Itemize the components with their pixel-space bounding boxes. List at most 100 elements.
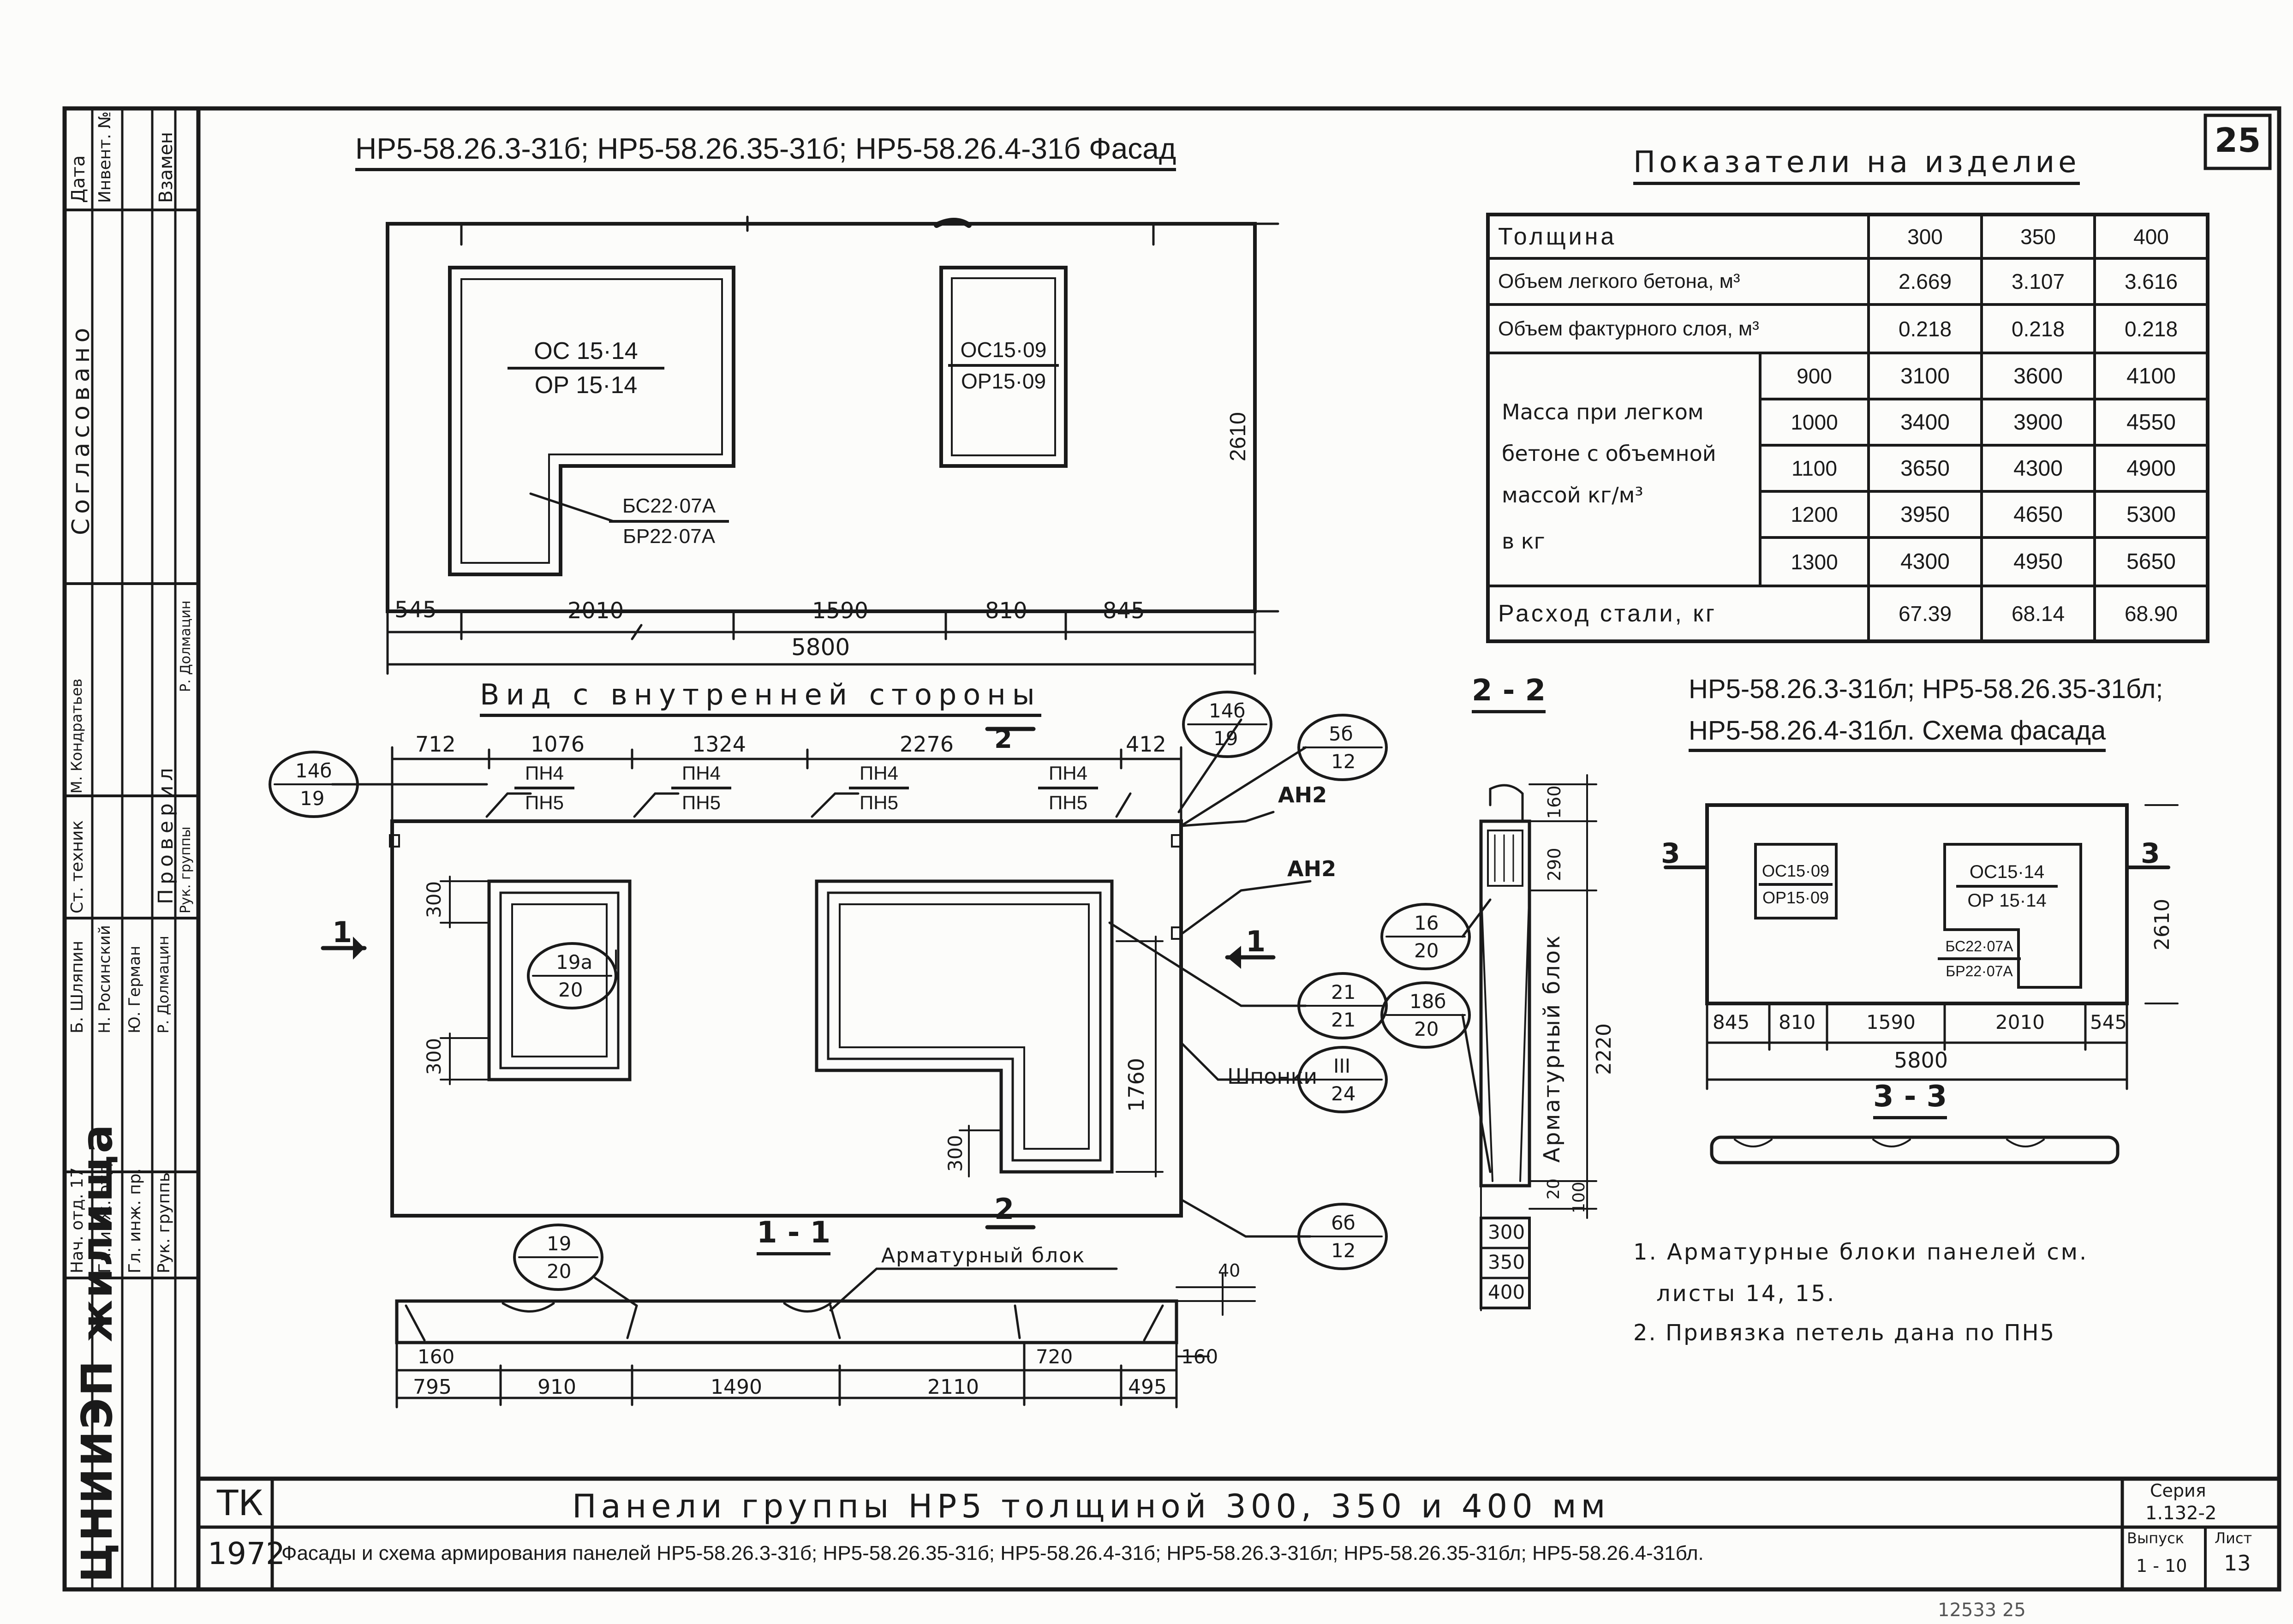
section22-dim-2220: 2220 (1592, 1023, 1616, 1075)
section22-label: Арматурный блок (1539, 934, 1565, 1163)
an2-mid-label: АН2 (1287, 856, 1337, 881)
label-bottom: ПН5 (860, 792, 898, 813)
scheme-dim-1: 845 (1713, 1011, 1750, 1033)
callout-6b-bottom: 12 (1331, 1239, 1356, 1262)
callout-14b-right-bottom: 19 (1213, 727, 1238, 750)
steel-400: 68.90 (2124, 602, 2178, 626)
inner-dim-2: 1076 (531, 732, 585, 757)
scheme-door-label: БС22·07А БР22·07А (1938, 939, 2021, 979)
label-top: БС22·07А (1938, 939, 2021, 960)
scheme-total-dim: 5800 (1894, 1048, 1948, 1073)
inner-side-dim-2: 300 (423, 1038, 445, 1075)
label-bottom: ОР 15·14 (534, 372, 638, 399)
scheme-dim-5: 545 (2090, 1011, 2127, 1033)
facade-height-dim: 2610 (1226, 412, 1250, 461)
section22-outline (1479, 819, 1531, 1188)
density-900: 900 (1797, 364, 1832, 388)
label-bottom: ОР15·09 (961, 369, 1046, 393)
facade-dim-5: 845 (1103, 598, 1145, 624)
sheet-frame (62, 106, 2281, 1592)
section22-dim-100: 100 (1570, 1182, 1588, 1213)
mass-1100-300: 3650 (1900, 456, 1950, 481)
indicators-title: Показатели на изделие (1633, 148, 2080, 185)
facade-dim-1: 545 (394, 597, 437, 623)
section11-bottom-dim-3: 1490 (711, 1375, 762, 1399)
label-bottom: БР22·07А (1946, 963, 2013, 979)
callout-14b-left-top: 14б (295, 759, 332, 782)
label-bottom: БР22·07А (622, 525, 716, 548)
scheme-section-3-left: 3 (1661, 837, 1680, 870)
facing-350: 0.218 (2011, 316, 2065, 341)
label-top: ОС15·09 (1759, 863, 1833, 886)
callout-14b-left-bottom: 19 (300, 787, 325, 810)
title-block-issue-label: Выпуск (2127, 1529, 2184, 1547)
inner-dim-1: 712 (415, 732, 456, 757)
mass-900-300: 3100 (1900, 364, 1950, 388)
title-block-issue: 1 - 10 (2136, 1556, 2187, 1576)
loop-label-2: ПН4 ПН5 (671, 764, 731, 812)
facade-opening-l (448, 266, 735, 576)
section-1-right: 1 (1246, 925, 1266, 958)
callout-19a-top: 19а (556, 951, 593, 973)
label-top: ОС15·09 (948, 339, 1059, 367)
scheme-window-small-label: ОС15·09 ОР15·09 (1759, 863, 1833, 906)
inner-side-dim-1: 300 (423, 881, 445, 918)
title-block-series: 1.132-2 (2145, 1503, 2217, 1524)
footer-number: 12533 25 (1938, 1600, 2026, 1621)
section-1-left: 1 (332, 915, 352, 949)
facade-window-small (939, 266, 1068, 468)
stamp-name-5: М. Кондратьев (68, 678, 85, 794)
facing-label: Объем фактурного слоя, м³ (1498, 317, 1759, 340)
stamp-approved: Согласовано (67, 323, 95, 535)
stamp-name-4: Р. Долмацин (155, 936, 172, 1033)
section11-dim-160-right: 160 (1181, 1345, 1218, 1368)
callout-5b-bottom: 12 (1331, 750, 1356, 773)
loop-label-1: ПН4 ПН5 (514, 764, 574, 812)
facade-dim-2: 2010 (567, 598, 624, 624)
density-1000: 1000 (1791, 410, 1838, 434)
section22-callout18b-bottom: 20 (1414, 1018, 1439, 1040)
callout-19a-bottom: 20 (558, 979, 583, 1001)
inner-view-outline (390, 819, 1183, 1218)
label-top: ОС15·14 (1956, 863, 2058, 888)
mass-label-3: массой кг/м³ (1502, 483, 1643, 508)
label-bottom: ПН5 (1049, 792, 1087, 813)
label-top: ПН4 (849, 764, 909, 789)
callout-6b-top: 6б (1331, 1212, 1355, 1234)
section11-dim-720: 720 (1036, 1345, 1073, 1368)
stamp-name-2: Н. Росинский (96, 925, 114, 1033)
section22-thickness-400: 400 (1488, 1281, 1525, 1303)
sheet-number: 25 (2215, 121, 2261, 160)
scheme-dim-2: 810 (1779, 1011, 1816, 1033)
label-top: ПН4 (671, 764, 731, 789)
facade-total-dim: 5800 (791, 634, 850, 661)
thickness-label: Толщина (1498, 223, 1617, 250)
label-bottom: ОР15·09 (1762, 888, 1829, 907)
stamp-replace: Взамен (155, 131, 177, 203)
scheme-height-dim: 2610 (2150, 899, 2174, 950)
callout-3-bottom: 24 (1331, 1082, 1356, 1105)
steel-300: 67.39 (1898, 602, 1952, 626)
light-concrete-400: 3.616 (2124, 269, 2178, 293)
facade-window-small-label: ОС15·09 ОР15·09 (948, 339, 1059, 392)
facade-dim-4: 810 (985, 598, 1027, 624)
an2-top-label: АН2 (1278, 782, 1327, 807)
title-block-title: Панели группы НР5 толщиной 300, 350 и 40… (572, 1487, 1610, 1525)
section22-callout16-bottom: 20 (1414, 939, 1439, 962)
loop-label-4: ПН4 ПН5 (1038, 764, 1098, 812)
label-bottom: ОР 15·14 (1967, 890, 2047, 911)
scheme-title-line1: НР5-58.26.3-31бл; НР5-58.26.35-31бл; (1689, 674, 2163, 704)
callout-14b-right-top: 14б (1209, 699, 1246, 722)
stamp-name-6: Р. Долмацин (178, 600, 194, 692)
label-top: ПН4 (514, 764, 574, 789)
mass-1300-300: 4300 (1900, 549, 1950, 574)
label-top: ПН4 (1038, 764, 1098, 789)
title-block-series-label: Серия (2150, 1481, 2206, 1501)
density-1300: 1300 (1791, 549, 1838, 574)
label-top: ОС 15·14 (508, 339, 664, 370)
mass-1200-350: 4650 (2013, 502, 2063, 527)
section11-callout-bottom: 20 (547, 1260, 572, 1283)
inner-side-dim-4: 1760 (1124, 1057, 1149, 1112)
mass-900-350: 3600 (2013, 364, 2063, 388)
light-concrete-300: 2.669 (1898, 269, 1952, 293)
